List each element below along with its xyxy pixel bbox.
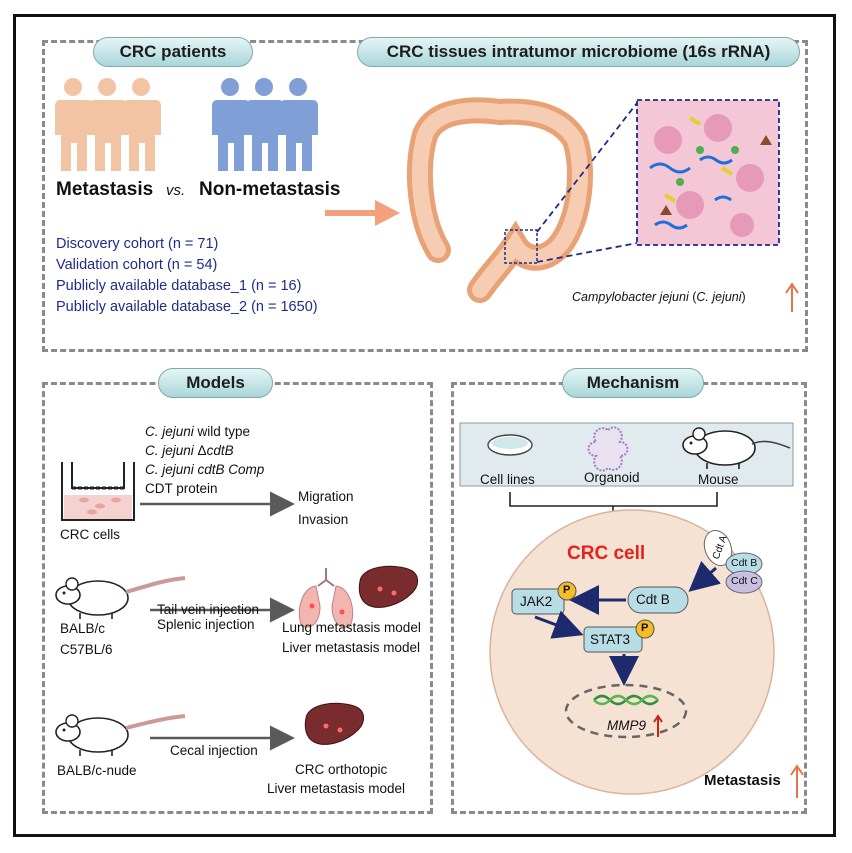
strain-complement: C. jejuni cdtB Comp [145, 462, 265, 477]
cjejuni-paren-open: ( [688, 290, 697, 304]
non-metastasis-label: Non-metastasis [199, 179, 341, 200]
cdt-b-protein [627, 586, 689, 614]
stat3-label: STAT3 [590, 632, 631, 647]
metastasis-outcome-label: Metastasis [704, 772, 781, 789]
petri-dish-icon [487, 434, 533, 456]
cohort-validation: Validation cohort (n = 54) [56, 257, 218, 273]
crc-orthotopic-model: CRC orthotopic [295, 762, 388, 777]
stat3-protein [583, 626, 643, 653]
microbiome-zoom-icon [636, 99, 780, 246]
mouse-nude-icon [55, 714, 186, 757]
cohort-database-1: Publicly available database_1 (n = 16) [56, 278, 302, 294]
strain-del-symbol: Δ [197, 443, 207, 458]
non-metastasis-people-icon [212, 78, 318, 171]
mmp9-up-arrow [653, 714, 663, 737]
mouse-label: Mouse [698, 472, 739, 487]
cdt-b-internal-label: Cdt B [636, 592, 670, 607]
patients-to-colon-arrow [325, 200, 400, 226]
strain-del-gene: cdtB [206, 443, 234, 458]
cdt-c-label: Cdt C [731, 575, 758, 587]
injection-cecal: Cecal injection [170, 743, 258, 758]
metastasis-up-arrow [790, 764, 804, 798]
microbiome-title-pill: CRC tissues intratumor microbiome (16s r… [357, 37, 800, 67]
mouse-strain-c57: C57BL/6 [60, 642, 113, 657]
liver-metastasis-model-2: Liver metastasis model [267, 781, 406, 796]
nucleus [564, 683, 688, 739]
mouse-strain-balbc: BALB/c [60, 621, 106, 636]
lab-mouse-icon [682, 427, 791, 470]
dna-helix-icon [593, 694, 659, 706]
strain-wild-type: C. jejuni wild type [145, 424, 250, 439]
microbiome-title: CRC tissues intratumor microbiome (16s r… [386, 42, 771, 61]
outcome-invasion: Invasion [298, 512, 349, 527]
crc-cell-title: CRC cell [567, 543, 646, 564]
cjejuni-species: Campylobacter jejuni [572, 290, 689, 304]
liver-metastasis-model: Liver metastasis model [282, 640, 421, 655]
vs-label: vs. [166, 182, 186, 199]
models-title: Models [186, 373, 245, 392]
jak2-phospho-label: P [563, 584, 571, 596]
cdt-toxin-icon [703, 530, 763, 594]
mouse-icon [55, 576, 186, 620]
jak2-label: JAK2 [520, 594, 553, 609]
jak2-protein [511, 588, 565, 615]
metastasis-label: Metastasis [56, 179, 154, 200]
liver-orthotopic-icon [304, 702, 365, 745]
cohort-discovery: Discovery cohort (n = 71) [56, 236, 219, 252]
strain-wt-suffix: wild type [193, 424, 251, 439]
stat3-phospho-label: P [641, 622, 649, 634]
jak2-phospho [557, 581, 577, 601]
cell-lines-label: Cell lines [480, 472, 535, 487]
lung-metastasis-model: Lung metastasis model [282, 620, 421, 635]
outcome-migration: Migration [298, 489, 354, 504]
organoid-icon [587, 426, 629, 472]
mouse-strain-nude: BALB/c-nude [57, 763, 137, 778]
patients-title-pill: CRC patients [93, 37, 253, 67]
strain-cdt-protein: CDT protein [145, 481, 218, 496]
cjejuni-abbrev: C. jejuni [696, 290, 742, 304]
colon-icon [406, 97, 593, 303]
transwell-icon [61, 462, 135, 521]
organoid-label: Organoid [584, 470, 640, 485]
cjejuni-finding: Campylobacter jejuni (C. jejuni) [572, 290, 746, 304]
strain-wt-species: C. jejuni [145, 424, 194, 439]
cohort-database-2: Publicly available database_2 (n = 1650) [56, 299, 318, 315]
patients-title: CRC patients [119, 42, 227, 61]
mmp9-label: MMP9 [607, 718, 647, 733]
colon-zoom-box [504, 229, 538, 264]
strain-del-species: C. jejuni [145, 443, 198, 458]
injection-splenic: Splenic injection [157, 617, 255, 632]
models-title-pill: Models [158, 368, 273, 398]
stat3-phospho [635, 619, 655, 639]
up-arrow-icon [785, 282, 799, 312]
cjejuni-paren-close: ) [741, 290, 746, 304]
mechanism-title-pill: Mechanism [562, 368, 704, 398]
injection-tail-vein: Tail vein injection [157, 602, 260, 617]
outer-frame [13, 14, 836, 837]
cdt-b-toxin-label: Cdt B [731, 557, 758, 569]
crc-cells-label: CRC cells [60, 527, 121, 542]
metastasis-people-icon [55, 78, 161, 171]
lung-icon [298, 568, 354, 628]
liver-icon [358, 565, 419, 608]
strain-deletion: C. jejuni ΔcdtB [145, 443, 234, 458]
mechanism-title: Mechanism [586, 373, 680, 392]
